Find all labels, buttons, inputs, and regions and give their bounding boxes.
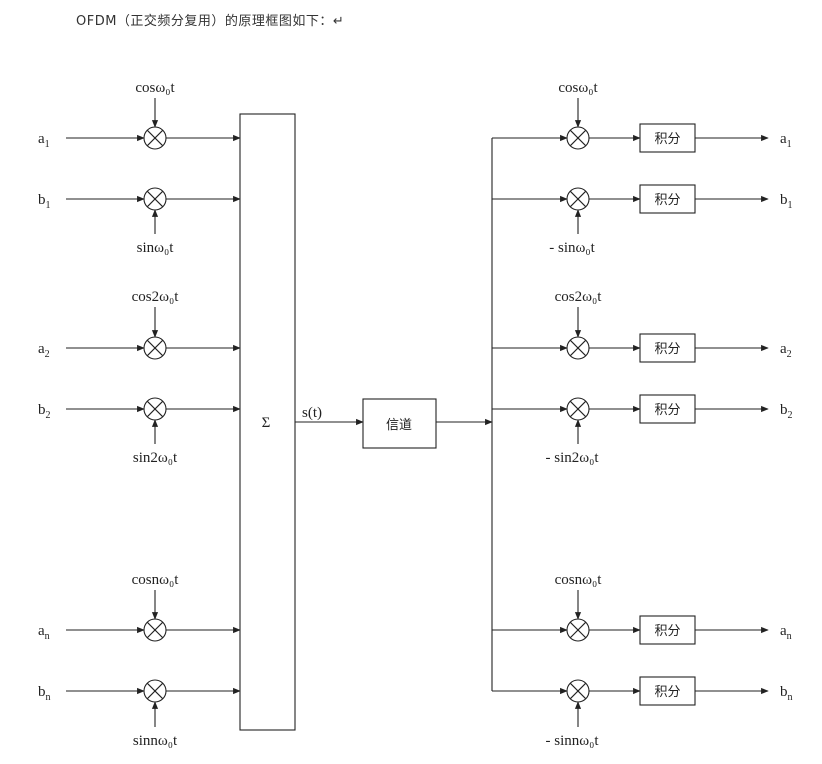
tx-mixer-sin xyxy=(143,679,167,703)
integrator-block xyxy=(639,676,696,706)
rx-mixer-a xyxy=(566,336,590,360)
integrator-block xyxy=(639,615,696,645)
cos-carrier-label: cos2ω₀t xyxy=(132,289,180,305)
tx-input-b-letter: b xyxy=(38,684,46,700)
mixer-cross-line xyxy=(146,190,164,208)
tx-input-a-subscript: n xyxy=(45,631,50,642)
mixer-cross-line xyxy=(569,339,587,357)
rx-output-a: a1 xyxy=(780,131,792,150)
mixer-cross-line xyxy=(146,621,164,639)
integrator-block xyxy=(639,184,696,214)
integrator-label: 积分 xyxy=(654,403,680,418)
tx-mixer-cos xyxy=(143,336,167,360)
rx-mixer-a xyxy=(566,618,590,642)
integrator-label: 积分 xyxy=(654,685,680,700)
rx-output-a-subscript: n xyxy=(787,631,792,642)
rx-output-a-letter: a xyxy=(780,623,787,639)
transmitter: a1b1cosω₀tsinω₀t+-a2b2cos2ω₀tsin2ω₀t+-an… xyxy=(38,80,252,749)
tx-input-a: a2 xyxy=(38,341,50,360)
rx-output-b: b1 xyxy=(780,192,793,211)
rx-cos-carrier-label: cos2ω₀t xyxy=(555,289,603,305)
tx-input-a-subscript: 1 xyxy=(45,139,50,150)
channel-block-label: 信道 xyxy=(386,418,412,433)
rx-output-a: a2 xyxy=(780,341,792,360)
rx-cos-carrier-label: cosnω₀t xyxy=(555,572,603,588)
integrator-block xyxy=(639,394,696,424)
integrator-block xyxy=(639,123,696,153)
tx-input-a-letter: a xyxy=(38,131,45,147)
sin-carrier-label: sinω₀t xyxy=(137,240,175,256)
integrator-label: 积分 xyxy=(654,342,680,357)
integrator-label: 积分 xyxy=(654,624,680,639)
rx-mixer-a xyxy=(566,126,590,150)
integrator-block xyxy=(639,333,696,363)
tx-input-b-subscript: 1 xyxy=(46,200,51,211)
summer-symbol: Σ xyxy=(262,415,271,431)
rx-cos-carrier-label: cosω₀t xyxy=(558,80,598,96)
rx-output-b-subscript: n xyxy=(788,692,793,703)
tx-input-b-letter: b xyxy=(38,402,46,418)
tx-input-b: bn xyxy=(38,684,51,703)
rx-mixer-b xyxy=(566,679,590,703)
channel-block xyxy=(362,398,437,449)
tx-input-a-letter: a xyxy=(38,341,45,357)
mixer-cross-line xyxy=(569,682,587,700)
channel-section: Σs(t) 信道 xyxy=(239,113,493,731)
tx-input-b: b2 xyxy=(38,402,51,421)
rx-output-a-subscript: 1 xyxy=(787,139,792,150)
mixer-cross-line xyxy=(146,339,164,357)
cos-carrier-label: cosω₀t xyxy=(135,80,175,96)
tx-input-a-letter: a xyxy=(38,623,45,639)
sin-carrier-label: sin2ω₀t xyxy=(133,450,178,466)
tx-input-b-subscript: 2 xyxy=(46,410,51,421)
tx-mixer-sin xyxy=(143,187,167,211)
diagram-heading: OFDM（正交频分复用）的原理框图如下：↵ xyxy=(76,14,345,29)
mixer-cross-line xyxy=(146,400,164,418)
rx-mixer-b xyxy=(566,187,590,211)
integrator-label: 积分 xyxy=(654,132,680,147)
rx-output-b-subscript: 2 xyxy=(788,410,793,421)
rx-sin-carrier-label: - sinω₀t xyxy=(549,240,595,256)
rx-mixer-b xyxy=(566,397,590,421)
rx-output-a: an xyxy=(780,623,792,642)
tx-input-a-subscript: 2 xyxy=(45,349,50,360)
integrator-label: 积分 xyxy=(654,193,680,208)
tx-input-a: a1 xyxy=(38,131,50,150)
tx-input-b-subscript: n xyxy=(46,692,51,703)
rx-output-b-letter: b xyxy=(780,684,788,700)
rx-output-a-letter: a xyxy=(780,341,787,357)
tx-mixer-sin xyxy=(143,397,167,421)
mixer-cross-line xyxy=(146,682,164,700)
mixer-cross-line xyxy=(569,129,587,147)
tx-input-b-letter: b xyxy=(38,192,46,208)
rx-output-b-subscript: 1 xyxy=(788,200,793,211)
mixer-cross-line xyxy=(569,621,587,639)
rx-output-b: b2 xyxy=(780,402,793,421)
cos-carrier-label: cosnω₀t xyxy=(132,572,180,588)
rx-sin-carrier-label: - sinnω₀t xyxy=(545,733,599,749)
mixer-cross-line xyxy=(569,190,587,208)
sin-carrier-label: sinnω₀t xyxy=(133,733,178,749)
mixer-cross-line xyxy=(146,129,164,147)
signal-label: s(t) xyxy=(302,405,322,421)
rx-output-a-subscript: 2 xyxy=(787,349,792,360)
rx-output-a-letter: a xyxy=(780,131,787,147)
rx-output-b-letter: b xyxy=(780,402,788,418)
tx-mixer-cos xyxy=(143,126,167,150)
rx-output-b: bn xyxy=(780,684,793,703)
rx-output-b-letter: b xyxy=(780,192,788,208)
rx-sin-carrier-label: - sin2ω₀t xyxy=(545,450,599,466)
tx-input-a: an xyxy=(38,623,50,642)
tx-input-b: b1 xyxy=(38,192,51,211)
tx-mixer-cos xyxy=(143,618,167,642)
mixer-cross-line xyxy=(569,400,587,418)
